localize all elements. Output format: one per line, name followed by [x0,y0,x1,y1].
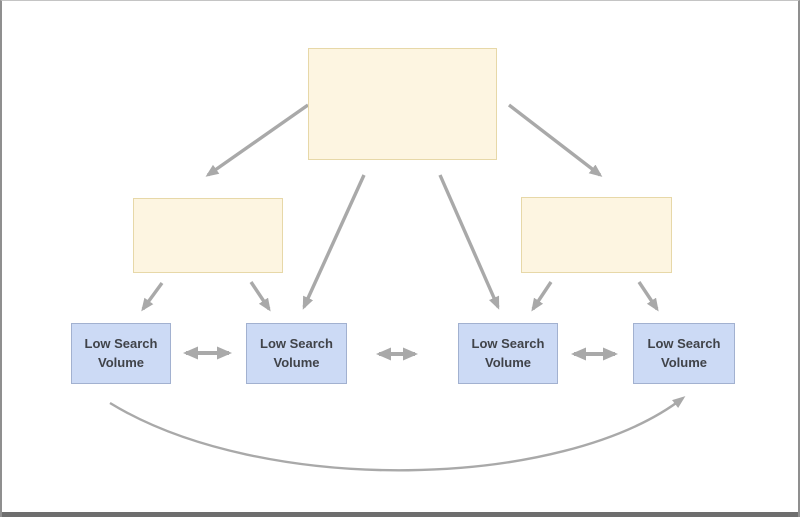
top-box [308,48,497,160]
arrow-mid-left-to-leaf-1 [141,281,164,312]
leaf-box-4: Low Search Volume [633,323,735,384]
arrow-top-to-mid-left [205,103,309,177]
window-bottom-edge [2,512,798,517]
leaf-box-3: Low Search Volume [458,323,558,384]
arrow-mid-right-to-leaf-3 [531,281,553,312]
arrow-top-to-leaf-2 [302,174,366,310]
leaf-box-label: Low Search Volume [471,336,545,370]
arrow-mid-right-to-leaf-4 [637,281,659,312]
leaf-box-1: Low Search Volume [71,323,171,384]
leaf-box-label: Low Search Volume [647,336,721,370]
leaf-box-label: Low Search Volume [260,336,333,370]
arrow-curved-leaf-1-to-leaf-4 [109,396,686,472]
leaf-box-label: Low Search Volume [84,336,158,370]
arrow-top-to-leaf-3 [438,174,500,310]
arrow-top-to-mid-right [507,103,603,177]
leaf-box-2: Low Search Volume [246,323,347,384]
mid-right-box [521,197,672,273]
mid-left-box [133,198,283,273]
arrow-mid-left-to-leaf-2 [249,281,271,312]
